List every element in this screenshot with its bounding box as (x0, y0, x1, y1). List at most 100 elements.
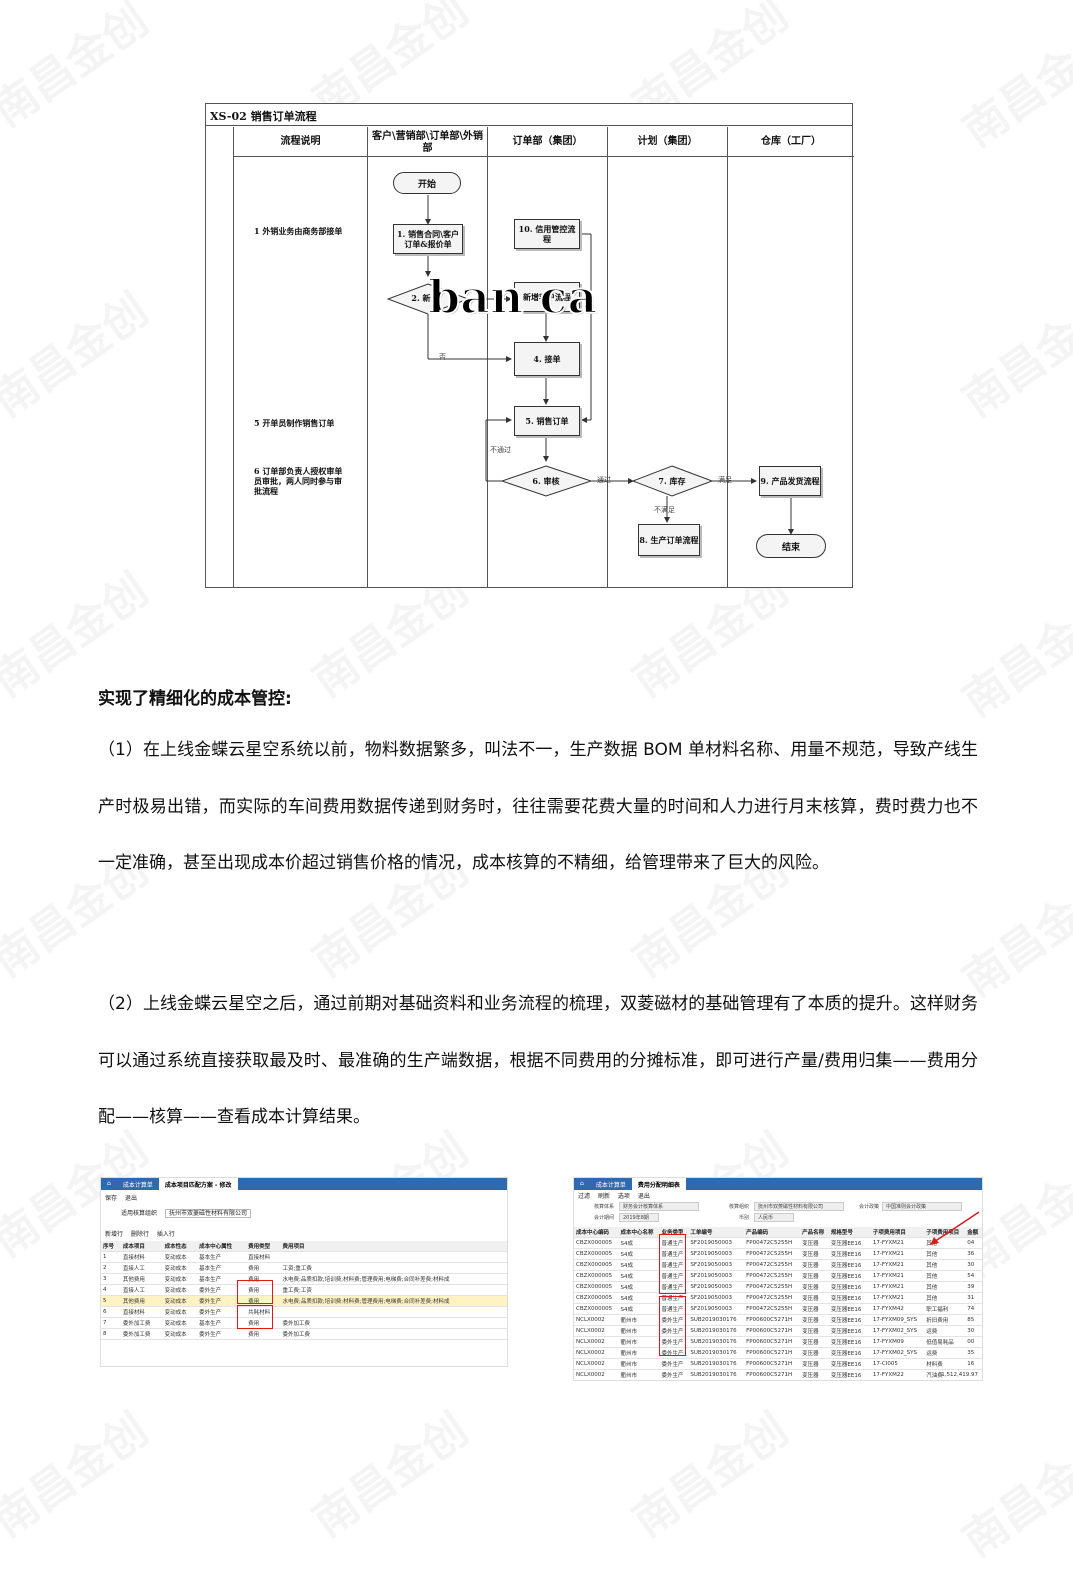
save-button[interactable]: 保存 (105, 1195, 118, 1202)
table-cell: 衢州市 (619, 1381, 660, 1382)
tab-cost-calc[interactable]: 成本计算单 (595, 1182, 626, 1189)
table-cell: 17-FYXM21 (870, 1259, 925, 1271)
table-cell: 变压器 (800, 1314, 829, 1326)
column-header[interactable]: 序号 (101, 1241, 121, 1252)
overlay-text: ban ca (427, 269, 598, 325)
table-cell: SUB2019030176 (688, 1314, 745, 1326)
table-cell: 17-CI005 (870, 1358, 925, 1370)
table-cell: 31 (965, 1292, 982, 1304)
insert-row-button[interactable]: 插入行 (156, 1231, 175, 1238)
period-label: 会计期间 (594, 1215, 615, 1221)
paragraph-2: （2）上线金蝶云星空之后，通过前期对基础资料和业务流程的梳理，双菱磁材的基础管理… (98, 994, 978, 1127)
table-cell: 委外生产 (659, 1347, 689, 1359)
table-cell: 00 (965, 1336, 982, 1348)
refresh-button[interactable]: 刷新 (597, 1193, 610, 1200)
lane-header-order-dept: 订单部（集团） (488, 127, 608, 157)
table-cell: 委外生产 (659, 1314, 689, 1326)
column-header[interactable]: 成本中心名称 (618, 1227, 660, 1238)
highlight-box (659, 1296, 686, 1356)
table-cell (965, 1381, 982, 1382)
column-header[interactable]: 规格型号 (828, 1227, 871, 1238)
table-cell: 变压器 (800, 1358, 829, 1370)
table-cell: 基本生产 (197, 1262, 247, 1274)
tab-cost-calc[interactable]: 成本计算单 (122, 1182, 153, 1189)
table-cell: 6 (101, 1306, 121, 1318)
column-header[interactable]: 成本项目 (120, 1241, 163, 1252)
left-margin-column (206, 127, 234, 587)
currency-field[interactable]: 人民币 (754, 1213, 794, 1222)
filter-panel: 核算体系 财务会计核算体系 核算组织 抚州市双菱磁性材料有限公司 会计政策 中国… (574, 1201, 982, 1227)
table-cell: 变压器EE16 (828, 1281, 871, 1293)
add-row-button[interactable]: 新增行 (105, 1231, 124, 1238)
column-header[interactable]: 产品名称 (800, 1227, 829, 1238)
table-cell: 变压器 (800, 1369, 829, 1380)
lane-planning (608, 157, 728, 587)
table-cell: 普通生产 (659, 1281, 689, 1293)
table-cell: 变动成本 (162, 1317, 198, 1329)
exit-button[interactable]: 退出 (124, 1195, 137, 1202)
book-field[interactable]: 财务会计核算体系 (619, 1202, 699, 1211)
table-cell: 17-FYXM02_SYS (870, 1325, 925, 1337)
org-select[interactable]: 抚州市双菱磁性材料有限公司 (164, 1209, 251, 1218)
policy-field[interactable]: 中国准则会计政策 (882, 1202, 962, 1211)
options-button[interactable]: 选项 (617, 1193, 630, 1200)
table-row[interactable]: NCLX0002衢州市委外生产SUB2019030176FP00600C5271… (574, 1381, 982, 1382)
filter-button[interactable]: 过滤 (578, 1193, 591, 1200)
column-header[interactable]: 产品编码 (744, 1227, 801, 1238)
column-header[interactable]: 业务类型 (659, 1227, 689, 1238)
node-production-order: 8. 生产订单流程 (638, 524, 700, 556)
table-cell: 变动成本 (162, 1284, 198, 1296)
column-header[interactable]: 费用项目 (280, 1241, 507, 1252)
lane-header-customer: 客户\营销部\订单部\外销部 (368, 127, 488, 157)
column-header[interactable]: 成本性态 (162, 1241, 198, 1252)
table-cell: 工资;重工费 (280, 1262, 507, 1274)
org-field[interactable]: 抚州市双菱磁性材料有限公司 (754, 1202, 844, 1211)
column-header[interactable]: 工单编号 (688, 1227, 745, 1238)
period-field[interactable]: 2019年8期 (619, 1213, 659, 1222)
tab-cost-item-scheme[interactable]: 成本项目匹配方案 - 修改 (158, 1178, 238, 1190)
column-header[interactable]: 成本中心属性 (197, 1241, 247, 1252)
exit-button[interactable]: 退出 (637, 1193, 650, 1200)
table-cell: 其他费用 (120, 1295, 163, 1307)
column-header[interactable]: 子项费用项目 (870, 1227, 925, 1238)
table-cell: 变压器 (800, 1381, 829, 1382)
table-cell: 直接材料 (246, 1251, 281, 1263)
node-sales-order: 5. 销售订单 (514, 406, 580, 436)
table-cell: FP00472C5255H (744, 1248, 801, 1260)
home-icon[interactable]: ⌂ (107, 1180, 111, 1187)
tab-expense-allocation[interactable]: 费用分配明细表 (631, 1178, 686, 1190)
column-header[interactable]: 成本中心编码 (574, 1227, 619, 1238)
column-header[interactable]: 子项费用项目 (924, 1227, 966, 1238)
table-cell: S4成 (618, 1259, 660, 1271)
table-cell: 变动成本 (162, 1306, 198, 1318)
table-cell: FP00472C5255H (744, 1292, 801, 1304)
table-cell: 17-FYXM42 (870, 1303, 925, 1315)
home-icon[interactable]: ⌂ (580, 1180, 584, 1187)
column-header[interactable]: 费用类型 (246, 1241, 281, 1252)
delete-row-button[interactable]: 删除行 (130, 1231, 149, 1238)
column-header[interactable]: 金额 (965, 1227, 982, 1238)
highlight-box (237, 1280, 273, 1304)
table-cell: SUB2019030176 (688, 1381, 744, 1382)
